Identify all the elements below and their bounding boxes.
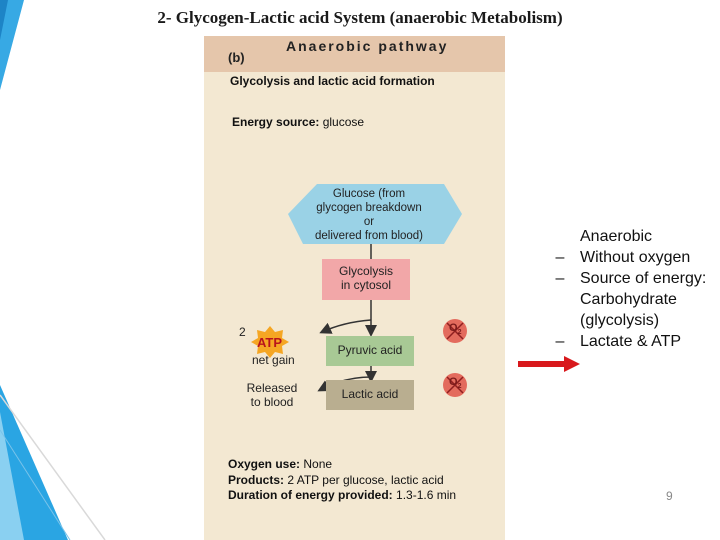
duration-label: Duration of energy provided: <box>228 488 393 502</box>
summary-bullets: Anaerobic – Without oxygen – Source of e… <box>548 226 720 352</box>
o2-label-1: O2 <box>449 322 462 337</box>
pathway-diagram <box>251 184 467 410</box>
oxygen-use-value: None <box>303 457 333 471</box>
atp-count: 2 <box>239 325 246 339</box>
released-to-blood-label: Released to blood <box>246 381 298 409</box>
o2-label-2: O2 <box>449 376 462 391</box>
energy-source-label: Energy source: <box>232 115 320 129</box>
panel-label: (b) <box>228 50 245 65</box>
net-gain-label: net gain <box>252 353 295 367</box>
bullet-item: – Source of energy: Carbohydrate (glycol… <box>548 268 720 331</box>
figure-subtitle: Glycolysis and lactic acid formation <box>230 74 435 88</box>
panel-title: Anaerobic pathway <box>286 38 449 54</box>
duration-value: 1.3-1.6 min <box>396 488 457 502</box>
products-value: 2 ATP per glucose, lactic acid <box>287 473 444 487</box>
bullet-dash: – <box>555 270 565 287</box>
page-number: 9 <box>666 489 673 503</box>
energy-source-line: Energy source: glucose <box>232 115 364 129</box>
slide-title: 2- Glycogen-Lactic acid System (anaerobi… <box>157 8 563 27</box>
red-arrow-icon <box>518 356 580 372</box>
glucose-box <box>288 184 462 244</box>
oxygen-use-line: Oxygen use: None <box>228 457 332 471</box>
bullet-item: – Lactate & ATP <box>548 331 720 352</box>
pyruvic-box <box>326 336 414 366</box>
atp-label: ATP <box>257 335 283 350</box>
bullet-item: – Without oxygen <box>548 247 720 268</box>
duration-line: Duration of energy provided: 1.3-1.6 min <box>228 488 456 502</box>
figure-header-bar <box>204 36 505 72</box>
lactic-box <box>326 380 414 410</box>
glycolysis-box-label: Glycolysis in cytosol <box>338 264 393 292</box>
glycolysis-box <box>322 259 410 300</box>
energy-source-value: glucose <box>322 115 365 129</box>
bullet-dash: – <box>555 333 565 350</box>
products-line: Products: 2 ATP per glucose, lactic acid <box>228 473 444 487</box>
bullets-heading: Anaerobic <box>580 228 653 245</box>
no-oxygen-icon-1 <box>443 319 467 343</box>
no-oxygen-icon-2 <box>443 373 467 397</box>
oxygen-use-label: Oxygen use: <box>228 457 301 471</box>
glucose-box-label: Glucose (from glycogen breakdown or deli… <box>314 188 424 242</box>
bullet-dash: – <box>555 249 565 266</box>
lactic-box-label: Lactic acid <box>341 387 399 401</box>
atp-branch-arrow <box>319 319 372 334</box>
pyruvic-box-label: Pyruvic acid <box>337 343 403 357</box>
products-label: Products: <box>228 473 285 487</box>
atp-burst-icon <box>251 326 289 358</box>
